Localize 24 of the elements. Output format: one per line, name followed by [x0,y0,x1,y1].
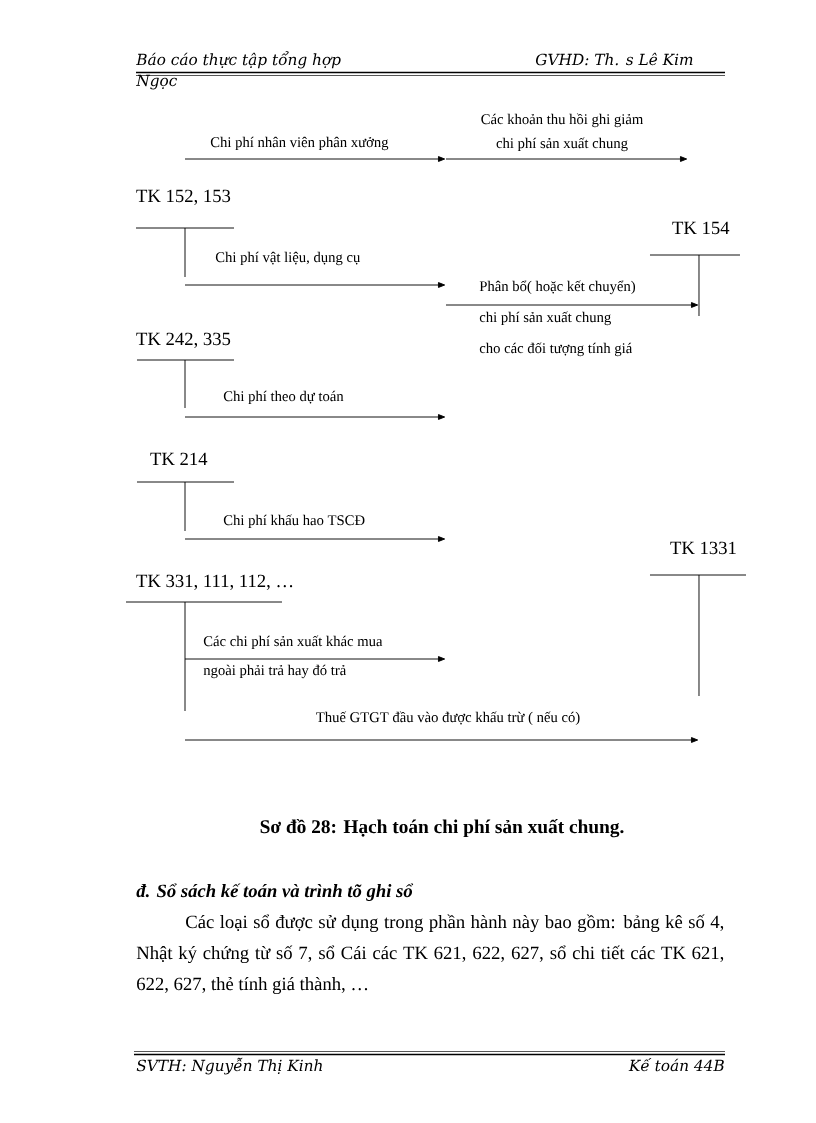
edge-label: Chi phí vật liệu, dụng cụ [215,251,361,266]
arrow [184,414,446,420]
edge-label: Chi phí khấu hao TSCĐ [223,514,365,529]
arrow [184,282,446,288]
edge-label: Các chi phí sản xuất khác mua ngoài phải trả hay đó trả [203,635,383,679]
header-text: Báo cáo thực tập tổng hợp [136,51,341,69]
arrow [445,302,699,308]
caption: Sơ đồ 28: Hạch toán chi phí sản xuất chung. [260,818,624,838]
edge-label: Chi phí theo dự toán [223,390,344,405]
arrow-label: Các khoản thu hồi ghi giảm chi phí sản xuất chung [481,113,644,152]
arrow-label: Chi phí nhân viên phân xưởng [210,136,389,151]
section-heading: đ. Sổ sách kế toán và trình tõ ghi sổ [136,883,414,901]
arrow [184,737,699,743]
header-text: GVHD: Th. s Lê Kim [536,52,693,66]
t-account: TK 154 [649,221,741,317]
edge-label: Phân bổ( hoặc kết chuyển) chi phí sản xuất chung cho các đối tượng tính giá [479,280,636,357]
edge-label: Thuế GTGT đầu vào được khấu trừ ( nếu có) [316,711,580,726]
header-text: Ngọc [135,74,178,90]
t-account: TK 1331 [649,541,747,697]
arrow [184,536,446,542]
footer-text: SVTH: Nguyễn Thị Kinh [136,1057,322,1075]
arrow [184,656,446,662]
footer-text: Kế toán 44B [628,1058,724,1072]
body-paragraph: Các loại sổ được sử dụng trong phần hành này bao gồm: bảng kê số 4, Nhật ký chứng từ số 7, sổ Cái các TK 621, 622, 627, sổ chi tiết các TK 621, 622, 627, thẻ tính giá thành, … [136,914,724,995]
